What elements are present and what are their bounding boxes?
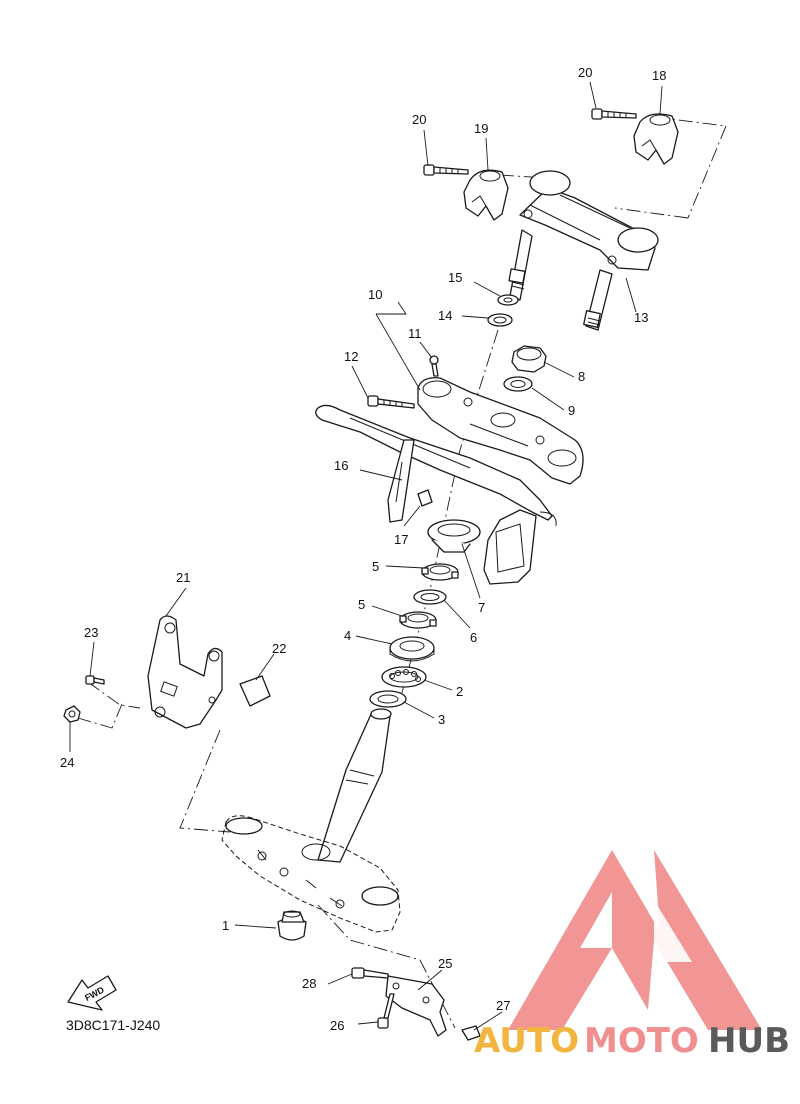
bolt-26: [377, 993, 395, 1029]
watermark-logo: [508, 850, 762, 1030]
watermark-moto: MOTO: [584, 1021, 699, 1061]
callout-25: 25: [438, 956, 452, 971]
callout-18: 18: [652, 68, 666, 83]
under-bracket-stem: [221, 708, 401, 933]
callout-28: 28: [302, 976, 316, 991]
callout-20-left: 20: [412, 112, 426, 127]
callout-3: 3: [438, 712, 445, 727]
callout-16: 16: [334, 458, 348, 473]
ring-nut-5-upper: [421, 563, 459, 581]
bearing-race-4: [389, 636, 435, 662]
upper-handlebar-holder-18: [633, 113, 679, 165]
bolt-20-left: [423, 164, 469, 176]
bearing-2: [381, 666, 427, 688]
callout-11: 11: [408, 326, 422, 341]
cable-guide-16: [315, 404, 557, 585]
clip-17: [417, 489, 433, 507]
watermark-auto: AUTO: [474, 1021, 579, 1061]
seal-3: [369, 690, 407, 708]
callout-15: 15: [448, 270, 462, 285]
forward-arrow: FWD: [67, 975, 117, 1011]
steering-stem-nut-8: [511, 345, 547, 373]
upper-handlebar-holder-19: [463, 169, 509, 221]
washer-9: [503, 376, 533, 392]
bolt-12: [367, 395, 415, 409]
callout-19: 19: [474, 121, 488, 136]
ring-nut-5-lower: [399, 611, 437, 629]
callout-10: 10: [368, 287, 382, 302]
watermark-text: AUTO MOTO HUB: [474, 1021, 790, 1061]
diagram-code: 3D8C171-J240: [66, 1017, 160, 1033]
callout-20-right: 20: [578, 65, 592, 80]
callout-4: 4: [344, 628, 351, 643]
callout-14: 14: [438, 308, 452, 323]
stem-nut-1: [277, 910, 307, 941]
pad-22: [239, 675, 271, 707]
callout-22: 22: [272, 641, 286, 656]
callout-8: 8: [578, 369, 585, 384]
bracket-25: [385, 975, 447, 1037]
callout-5-upper: 5: [372, 559, 379, 574]
washer-15: [497, 294, 519, 306]
callout-12: 12: [344, 349, 358, 364]
callout-21: 21: [176, 570, 190, 585]
callout-6: 6: [470, 630, 477, 645]
callout-5-lower: 5: [358, 597, 365, 612]
callout-23: 23: [84, 625, 98, 640]
callout-numbers: 1 2 3 4 5 5 6 7 8 9 10 11 12 13 14 15 16…: [60, 65, 666, 1033]
callout-2: 2: [456, 684, 463, 699]
washer-14: [487, 313, 513, 327]
bracket-21: [147, 615, 223, 729]
upper-bracket-10: [417, 377, 584, 485]
callout-27: 27: [496, 998, 510, 1013]
callout-13: 13: [634, 310, 648, 325]
callout-24: 24: [60, 755, 74, 770]
bolt-20-right: [591, 108, 637, 120]
callout-17: 17: [394, 532, 408, 547]
callout-26: 26: [330, 1018, 344, 1033]
leader-lines: [69, 81, 663, 1031]
callout-1: 1: [222, 918, 229, 933]
callout-7: 7: [478, 600, 485, 615]
nut-24: [63, 705, 81, 723]
assembly-guide-lines: [77, 116, 727, 1029]
rubber-washer-6: [413, 589, 447, 605]
bolt-28: [351, 967, 389, 979]
handlebar-holder-assembly: [508, 170, 659, 331]
screw-23: [85, 675, 105, 685]
bolt-11: [429, 355, 439, 377]
cover-7: [427, 519, 481, 553]
callout-9: 9: [568, 403, 575, 418]
watermark-hub: HUB: [708, 1021, 790, 1061]
